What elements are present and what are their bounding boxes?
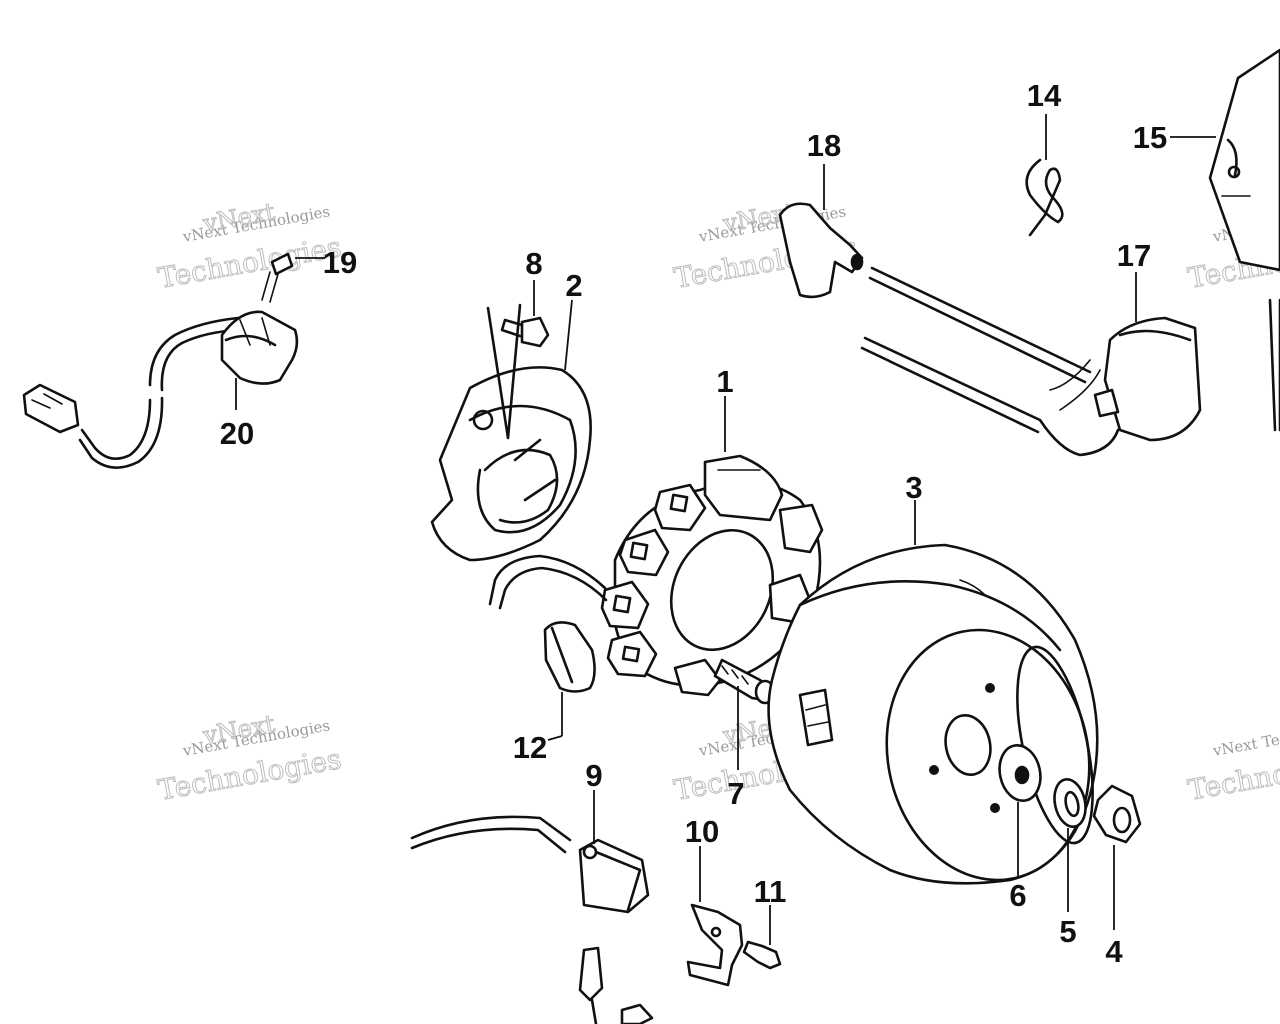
- callout-20: 20: [220, 416, 254, 451]
- callout-17: 17: [1117, 238, 1151, 273]
- callout-4: 4: [1105, 934, 1123, 969]
- callout-5: 5: [1059, 914, 1076, 949]
- callout-18: 18: [807, 128, 841, 163]
- part-11-screw: [742, 905, 782, 970]
- part-1-stator: [488, 396, 824, 697]
- callout-9: 9: [585, 758, 602, 793]
- part-12-cover: [543, 621, 596, 741]
- part-15-cdi-unit: [1170, 48, 1280, 432]
- callout-8: 8: [525, 246, 542, 281]
- part-10-bracket: [686, 846, 744, 987]
- part-20-pulser-coil: [22, 310, 299, 469]
- svg-text:vNext Technologies: vNext Technologies: [1211, 716, 1280, 760]
- callout-12: 12: [513, 730, 547, 765]
- part-5-lock-washer: [1053, 778, 1087, 912]
- callout-1: 1: [716, 364, 733, 399]
- callout-2: 2: [565, 268, 582, 303]
- callout-14: 14: [1027, 78, 1062, 113]
- callout-labels: 1 2 3 4 5 6 7 8 9 10 11 12 14 15 17 18 1…: [220, 78, 1167, 969]
- part-17-ignition-coil: [860, 272, 1202, 457]
- callout-3: 3: [905, 470, 922, 505]
- callout-7: 7: [727, 776, 744, 811]
- svg-text:vNext: vNext: [200, 198, 277, 238]
- watermark-bottomleft: vNext Technologies vNext Technologies: [155, 709, 344, 807]
- callout-10: 10: [685, 814, 719, 849]
- watermark-topleft: vNext Technologies vNext Technologies: [155, 197, 344, 295]
- part-9-pickup: [410, 790, 654, 1024]
- part-19-screw: [261, 252, 325, 303]
- callout-19: 19: [323, 245, 357, 280]
- callout-6: 6: [1009, 878, 1026, 913]
- part-8-bolt: [500, 280, 550, 348]
- callout-11: 11: [754, 874, 787, 909]
- part-4-nut: [1092, 784, 1142, 930]
- part-2-base-plate: [430, 299, 592, 562]
- watermark-bottomright: vNext Technologies Technologies: [1185, 716, 1280, 807]
- part-6-washer: [998, 743, 1042, 876]
- part-14-clip: [1025, 114, 1064, 237]
- callout-15: 15: [1133, 120, 1167, 155]
- part-18-plug-cap: [778, 164, 1092, 384]
